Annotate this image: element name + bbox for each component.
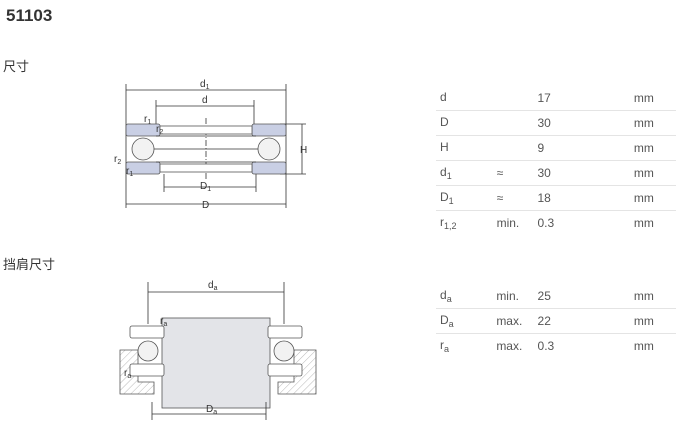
unit-cell: mm bbox=[629, 110, 676, 136]
label-Da: Da bbox=[206, 404, 217, 416]
unit-cell: mm bbox=[629, 308, 676, 334]
qualifier-cell: min. bbox=[496, 216, 520, 230]
qualifier-cell: max. bbox=[492, 308, 534, 334]
label-D: D bbox=[202, 200, 209, 211]
unit-cell: mm bbox=[629, 284, 676, 309]
symbol-cell: ra bbox=[440, 338, 450, 354]
table-row: D1 ≈ 18 mm bbox=[436, 185, 676, 211]
symbol-cell: d1 bbox=[436, 160, 493, 186]
table-row: ra max. 0.3 mm bbox=[436, 334, 676, 359]
symbol-cell: r1,2 bbox=[440, 215, 457, 231]
table-row: d 17 mm bbox=[436, 86, 676, 111]
shaft bbox=[161, 317, 271, 409]
table-row: d1 ≈ 30 mm bbox=[436, 160, 676, 186]
symbol-cell: da bbox=[436, 284, 493, 309]
symbol-cell: D bbox=[436, 110, 493, 136]
value-cell: 25 bbox=[533, 284, 630, 309]
value-cell: 9 bbox=[533, 135, 630, 161]
label-r2-top: r2 bbox=[156, 124, 163, 136]
value-cell: 17 bbox=[533, 86, 630, 111]
abutment-drawing: da ra ra Da bbox=[119, 280, 317, 420]
abutment-table: da min. 25 mm Da max. 22 mm ra max. 0.3 … bbox=[436, 284, 676, 358]
value-cell: 30 bbox=[533, 110, 630, 136]
label-d: d bbox=[202, 95, 208, 106]
qualifier-cell bbox=[492, 110, 534, 136]
label-d1: d1 bbox=[200, 79, 210, 91]
unit-cell: mm bbox=[629, 185, 676, 211]
label-da: da bbox=[208, 280, 218, 292]
dimensions-section-title: 尺寸 bbox=[3, 60, 30, 75]
qualifier-cell: min. bbox=[492, 284, 534, 309]
abutment-section-title: 挡肩尺寸 bbox=[3, 258, 56, 273]
label-r2-left: r2 bbox=[114, 154, 121, 166]
label-ra-top: ra bbox=[160, 316, 167, 328]
unit-cell: mm bbox=[629, 135, 676, 161]
label-D1: D1 bbox=[200, 181, 211, 193]
qualifier-cell: ≈ bbox=[492, 160, 534, 186]
unit-cell: mm bbox=[629, 160, 676, 186]
dimensions-table: d 17 mm D 30 mm H 9 mm d1 ≈ 30 mm D1 ≈ 1… bbox=[436, 86, 676, 235]
table-row: H 9 mm bbox=[436, 135, 676, 161]
bearing-dimension-drawing: d1 d r1 r2 r2 r1 H D1 D bbox=[114, 79, 307, 211]
table-row: r1,2 min. 0.3 mm bbox=[436, 211, 676, 236]
symbol-cell: D1 bbox=[436, 185, 493, 211]
label-r1-left: r1 bbox=[126, 166, 133, 178]
unit-cell: mm bbox=[629, 86, 676, 111]
qualifier-cell bbox=[492, 86, 534, 111]
label-H: H bbox=[300, 145, 307, 156]
label-ra-left: ra bbox=[124, 368, 131, 380]
product-title: 51103 bbox=[6, 6, 53, 25]
table-row: D 30 mm bbox=[436, 110, 676, 136]
value-cell: 0.3 bbox=[537, 339, 555, 353]
table-row: da min. 25 mm bbox=[436, 284, 676, 309]
symbol-cell: d bbox=[436, 86, 493, 111]
label-r1-top: r1 bbox=[144, 114, 151, 126]
value-cell: 30 bbox=[533, 160, 630, 186]
table-row: Da max. 22 mm bbox=[436, 308, 676, 334]
unit-cell: mm bbox=[633, 339, 654, 353]
qualifier-cell: max. bbox=[496, 339, 523, 353]
value-cell: 0.3 bbox=[537, 216, 555, 230]
qualifier-cell: ≈ bbox=[492, 185, 534, 211]
symbol-cell: Da bbox=[436, 308, 493, 334]
value-cell: 22 bbox=[533, 308, 630, 334]
qualifier-cell bbox=[492, 135, 534, 161]
unit-cell: mm bbox=[633, 216, 654, 230]
value-cell: 18 bbox=[533, 185, 630, 211]
symbol-cell: H bbox=[436, 135, 493, 161]
